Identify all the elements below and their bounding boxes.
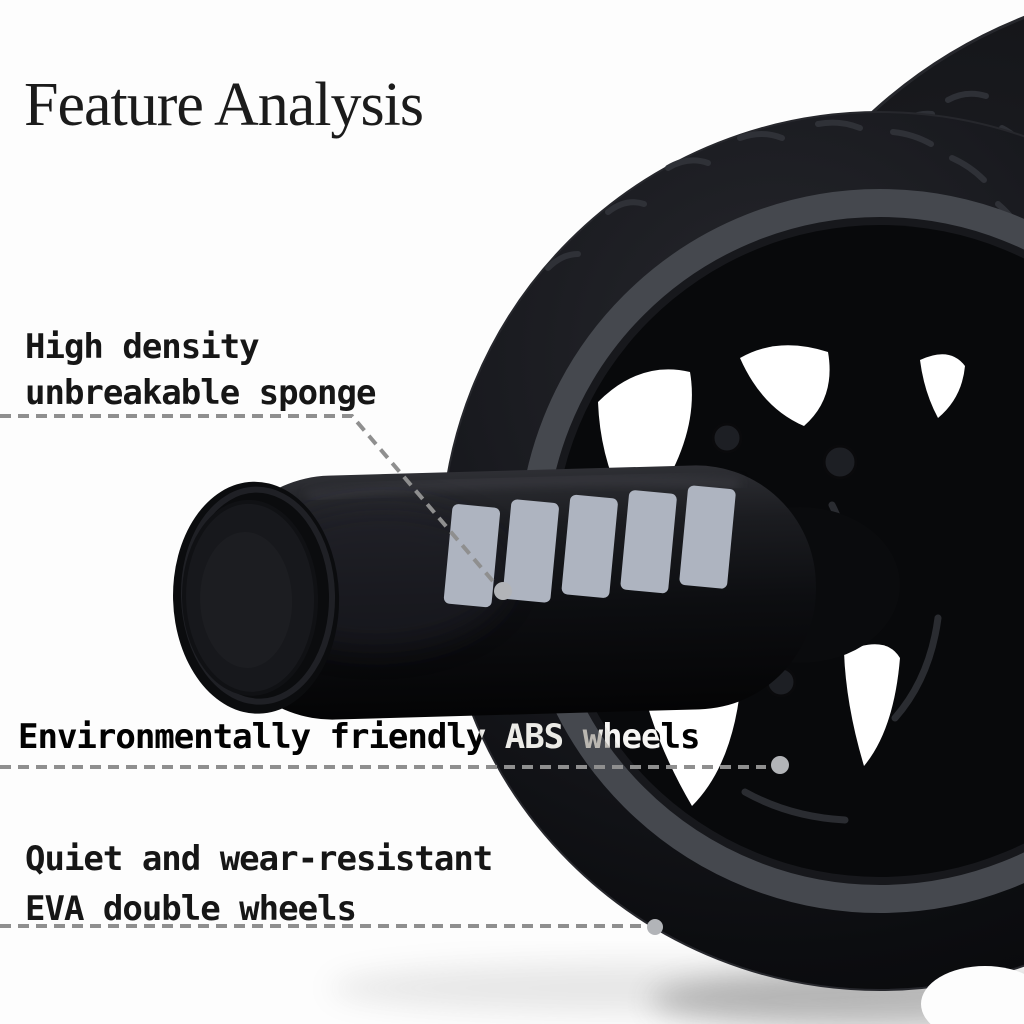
feature-label-eva-wheels-line2: EVA double wheels	[25, 889, 357, 929]
background-notch	[921, 966, 1024, 1024]
feature-label-abs-wheels: Environmentally friendly ABS wheels	[18, 717, 700, 757]
spoke-opening	[740, 345, 830, 426]
grip-stripe	[679, 485, 736, 589]
handle-end-cap	[173, 481, 340, 714]
feature-label-eva-wheels: Quiet and wear-resistant EVA double whee…	[25, 834, 493, 934]
grip-stripe	[561, 494, 618, 598]
feature-label-sponge-line1: High density	[25, 327, 260, 367]
feature-label-sponge-line2: unbreakable sponge	[25, 373, 376, 413]
feature-label-abs-wheels-line1: Environmentally friendly ABS wheels	[18, 717, 700, 757]
leader-lines	[0, 414, 766, 928]
leader-dot-sponge	[494, 582, 512, 600]
grip-stripe	[443, 504, 501, 608]
grip-stripe	[620, 490, 677, 594]
spoke-opening	[920, 354, 965, 418]
grip-stripe	[502, 499, 559, 603]
leader-dot-abs-wheels	[771, 756, 789, 774]
page-title: Feature Analysis	[24, 71, 424, 139]
handle	[173, 465, 816, 720]
grip-stripes	[443, 485, 736, 608]
leader-dot-eva-wheels	[647, 919, 663, 935]
hub-bolts	[711, 422, 858, 698]
hub-bolt	[711, 422, 743, 454]
end-cap-face-center	[200, 531, 293, 668]
feature-label-eva-wheels-line1: Quiet and wear-resistant	[25, 839, 493, 879]
leader-line-sponge	[0, 414, 499, 588]
grip-top-sheen	[306, 475, 740, 502]
spoke-opening	[844, 644, 900, 766]
feature-label-sponge: High density unbreakable sponge	[25, 324, 376, 416]
hub-bolt	[822, 444, 858, 480]
